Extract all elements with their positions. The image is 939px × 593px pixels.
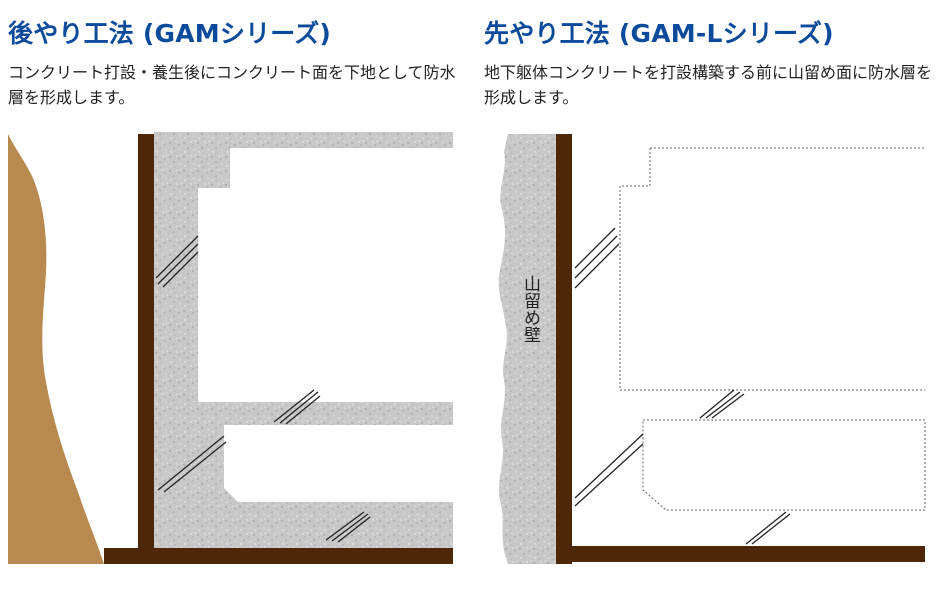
right-diagram: 山留め壁 [496, 128, 926, 564]
right-membrane-base [556, 546, 925, 562]
right-membrane-wall [556, 134, 572, 564]
left-membrane-base [104, 548, 453, 564]
left-slab-opening-bottom [224, 425, 453, 502]
future-concrete-outline [619, 147, 925, 391]
right-top-fade [496, 128, 560, 158]
left-soil [8, 134, 104, 564]
left-top-fade [135, 128, 455, 158]
left-crack-marks [155, 235, 371, 543]
right-panel-title: 先やり工法 (GAM-Lシリーズ) [484, 19, 834, 48]
retaining-wall [498, 134, 556, 564]
left-panel-description: コンクリート打設・養生後にコンクリート面を下地として防水層を形成します。 [8, 63, 456, 107]
left-membrane-wall [138, 134, 154, 564]
left-slab-opening-top [198, 148, 453, 402]
retaining-wall-label: 山留め壁 [520, 275, 541, 343]
left-panel-title: 後やり工法 (GAMシリーズ) [8, 19, 332, 48]
right-crack-marks [574, 227, 791, 545]
right-panel-description: 地下躯体コンクリートを打設構築する前に山留め面に防水層を形成します。 [484, 63, 933, 107]
left-diagram [8, 128, 455, 564]
future-slab-outline [642, 419, 926, 511]
